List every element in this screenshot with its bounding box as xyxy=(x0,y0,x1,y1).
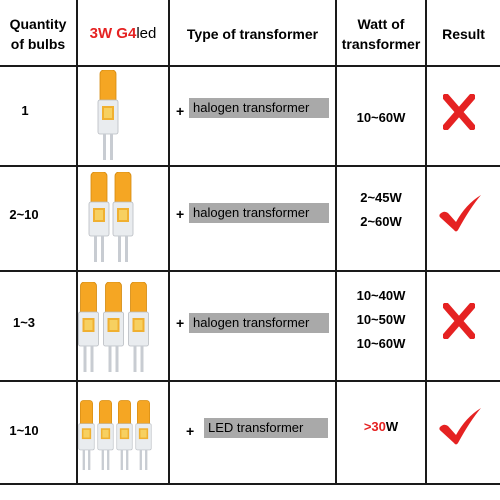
row-divider xyxy=(0,483,500,485)
row3-watt: 10~40W 10~50W 10~60W xyxy=(337,284,425,356)
led-bulb-icon xyxy=(97,70,119,160)
row1-quantity: 1 xyxy=(21,102,29,118)
header-led-model: 3W G4 xyxy=(89,25,137,42)
led-bulb-icon xyxy=(135,400,152,470)
led-bulb-icon xyxy=(128,282,149,372)
row2-transformer: halogen transformer xyxy=(189,203,329,223)
led-bulb-icon xyxy=(116,400,133,470)
column-divider xyxy=(335,0,337,485)
row2-plus: + xyxy=(176,206,185,222)
row2-watt: 2~45W 2~60W xyxy=(337,183,425,237)
header-watt-line1: Watt of xyxy=(357,16,405,32)
row-divider xyxy=(0,165,500,167)
cross-icon xyxy=(443,94,475,130)
row2-led-bulbs xyxy=(88,172,136,264)
row-divider xyxy=(0,270,500,272)
row4-quantity: 1~10 xyxy=(9,422,39,438)
led-bulb-icon xyxy=(112,172,134,262)
led-bulb-icon xyxy=(103,282,124,372)
row4-transformer: LED transformer xyxy=(204,418,328,438)
header-quantity-line2: of bulbs xyxy=(10,36,66,52)
led-bulb-icon xyxy=(88,172,110,262)
header-quantity: Quantity of bulbs xyxy=(0,8,76,60)
header-watt-line2: transformer xyxy=(341,36,421,52)
led-bulb-icon xyxy=(78,282,99,372)
row3-transformer: halogen transformer xyxy=(189,313,329,333)
row2-watt-1: 2~45W xyxy=(360,190,402,205)
row1-watt-1: 10~60W xyxy=(356,110,406,125)
row1-transformer: halogen transformer xyxy=(189,98,329,118)
row3-watt-3: 10~60W xyxy=(356,336,406,351)
row3-led-bulbs xyxy=(77,282,152,374)
row4-watt-suffix: W xyxy=(385,419,399,434)
column-divider xyxy=(168,0,170,485)
row1-watt: 10~60W xyxy=(337,106,425,130)
row3-watt-2: 10~50W xyxy=(356,312,406,327)
row1-led-bulbs xyxy=(97,70,121,162)
row2-watt-2: 2~60W xyxy=(360,214,402,229)
header-quantity-line1: Quantity xyxy=(9,16,67,32)
row-divider xyxy=(0,65,500,67)
row1-plus: + xyxy=(176,103,185,119)
row3-quantity: 1~3 xyxy=(12,314,36,330)
row-divider xyxy=(0,380,500,382)
row4-watt-value: 30 xyxy=(371,419,386,434)
header-watt: Watt of transformer xyxy=(337,8,425,60)
row4-led-bulbs xyxy=(78,390,154,482)
header-transformer-type: Type of transformer xyxy=(186,26,319,42)
cross-icon xyxy=(443,303,475,339)
column-divider xyxy=(425,0,427,485)
row3-watt-1: 10~40W xyxy=(356,288,406,303)
row3-plus: + xyxy=(176,315,185,331)
check-icon xyxy=(439,195,481,232)
column-divider xyxy=(76,0,78,485)
row4-plus: + xyxy=(186,423,195,439)
row2-quantity: 2~10 xyxy=(9,206,39,222)
led-bulb-icon xyxy=(78,400,95,470)
header-result: Result xyxy=(442,26,485,42)
led-bulb-icon xyxy=(97,400,114,470)
header-led-suffix: led xyxy=(136,25,157,42)
row4-watt-prefix: > xyxy=(363,419,372,434)
check-icon xyxy=(439,408,481,445)
